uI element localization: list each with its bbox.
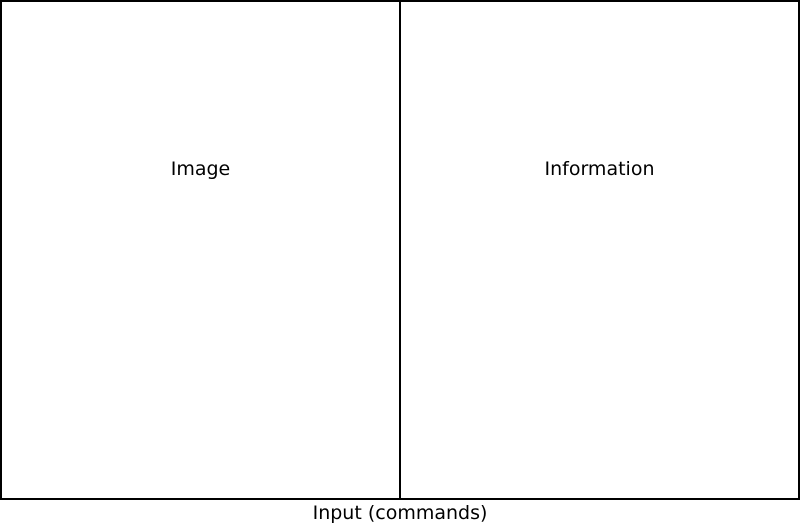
information-panel: Information (399, 0, 800, 500)
input-commands-label: Input (commands) (312, 502, 488, 524)
information-panel-label: Information (544, 158, 655, 180)
image-panel: Image (0, 0, 401, 500)
image-panel-label: Image (170, 158, 231, 180)
